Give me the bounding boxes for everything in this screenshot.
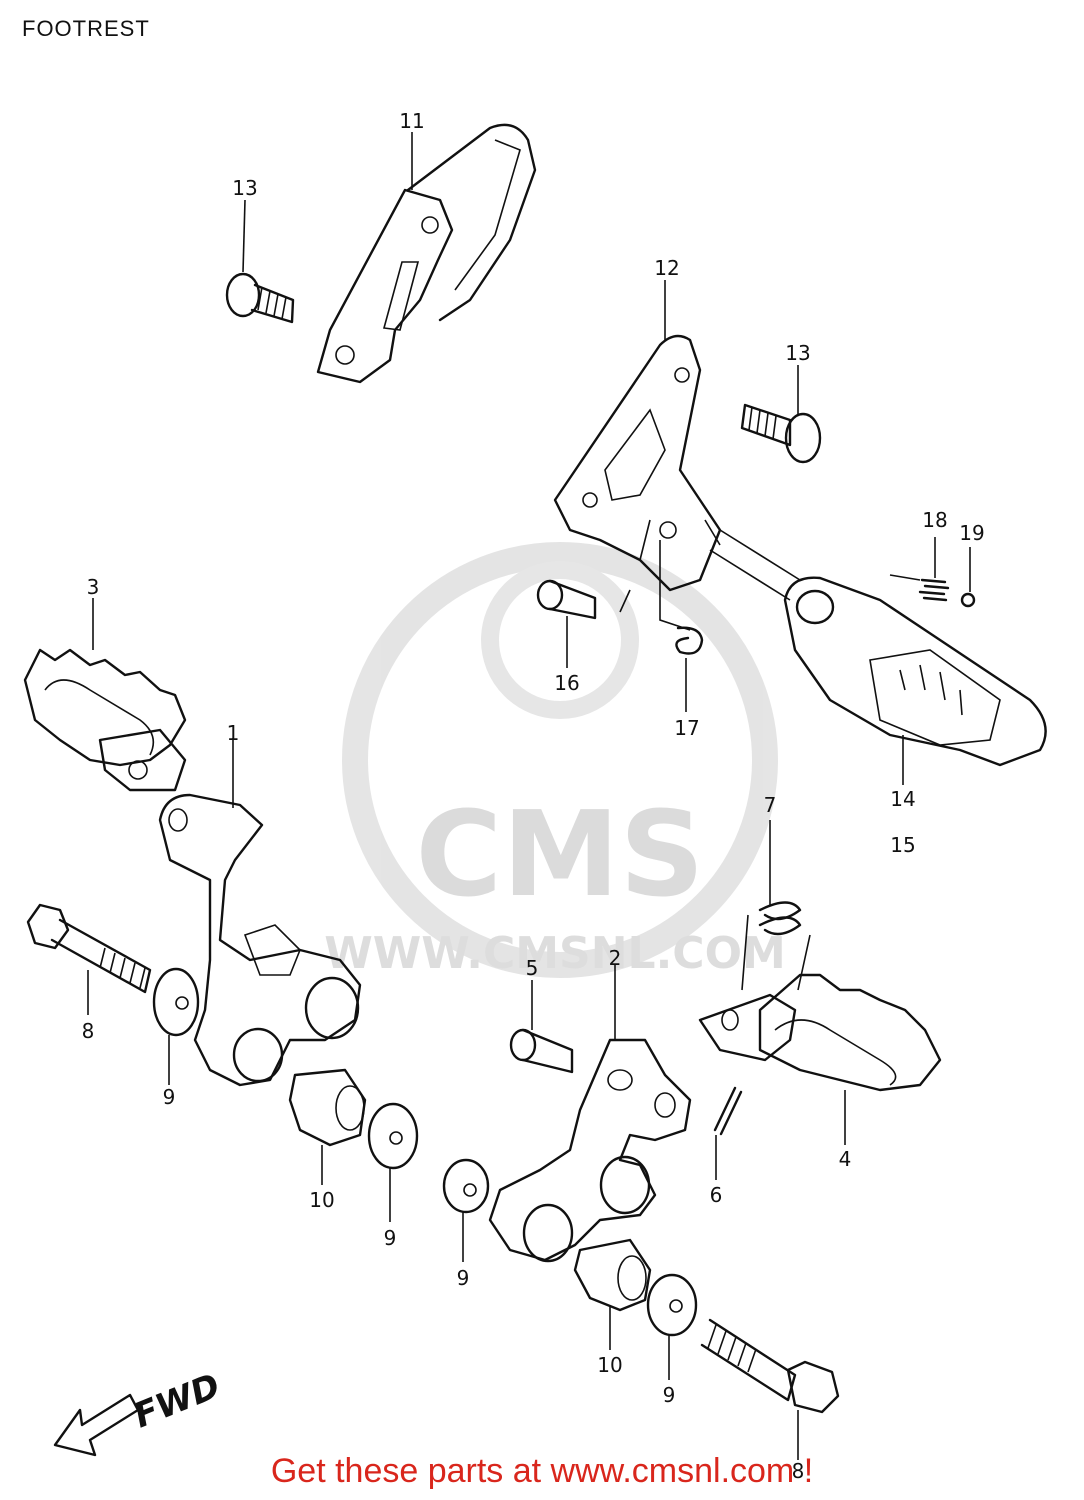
callout-9-d: 9 xyxy=(663,1383,676,1407)
callout-leader-lines xyxy=(87,132,971,1460)
spring-part-18 xyxy=(918,578,950,602)
footpeg-part-4 xyxy=(698,973,942,1092)
callout-12: 12 xyxy=(654,256,679,280)
heel-guard-part-11 xyxy=(316,123,537,384)
callout-10-right: 10 xyxy=(597,1353,622,1377)
collar-part-10-right xyxy=(573,1238,652,1312)
callout-1: 1 xyxy=(227,721,240,745)
forward-direction-arrow: FWD xyxy=(53,1366,226,1457)
bolt-part-8-right xyxy=(700,1318,840,1414)
callout-4: 4 xyxy=(839,1147,852,1171)
bolt-part-13-right xyxy=(740,403,822,464)
callout-10-left: 10 xyxy=(309,1188,334,1212)
watermark-url: WWW.CMSNL.COM xyxy=(324,928,786,979)
callout-16: 16 xyxy=(554,671,579,695)
bolt-part-13-left xyxy=(225,272,295,324)
callout-5: 5 xyxy=(526,956,539,980)
callout-3: 3 xyxy=(87,575,100,599)
diagram-title: FOOTREST xyxy=(22,16,150,41)
cotter-pin-part-6 xyxy=(713,1086,743,1136)
callout-2: 2 xyxy=(609,946,622,970)
callout-8-right: 8 xyxy=(792,1459,805,1483)
callout-14: 14 xyxy=(890,787,915,811)
bolt-part-8-left xyxy=(26,903,152,994)
washer-part-9-c xyxy=(442,1158,490,1214)
washer-part-9-b xyxy=(367,1102,419,1170)
footer-link-text: Get these parts at www.cmsnl.com ! xyxy=(270,1452,814,1490)
callout-9-a: 9 xyxy=(163,1085,176,1109)
pin-part-5 xyxy=(509,1028,574,1074)
callout-9-c: 9 xyxy=(457,1266,470,1290)
callout-19: 19 xyxy=(959,521,984,545)
watermark-brand: CMS xyxy=(415,785,704,923)
callout-8-left: 8 xyxy=(82,1019,95,1043)
ball-part-19 xyxy=(960,592,976,608)
washer-part-9-a xyxy=(152,967,200,1037)
callout-numbers: 11 13 12 13 18 19 3 16 17 1 14 15 7 5 2 … xyxy=(82,109,985,1483)
footrest-bracket-part-2 xyxy=(488,1038,692,1263)
callout-9-b: 9 xyxy=(384,1226,397,1250)
cms-watermark: CMS WWW.CMSNL.COM xyxy=(324,542,786,979)
footpeg-part-3 xyxy=(23,648,187,792)
collar-part-10-left xyxy=(288,1068,367,1147)
spring-part-7 xyxy=(741,901,811,991)
footrest-bracket-part-1 xyxy=(158,793,362,1087)
pin-part-16 xyxy=(536,579,597,620)
callout-13-right: 13 xyxy=(785,341,810,365)
callout-11: 11 xyxy=(399,109,424,133)
footrest-part-14 xyxy=(783,576,1047,767)
washer-part-9-d xyxy=(646,1273,698,1337)
callout-13-left: 13 xyxy=(232,176,257,200)
callout-6: 6 xyxy=(710,1183,723,1207)
callout-15: 15 xyxy=(890,833,915,857)
callout-7: 7 xyxy=(764,793,777,817)
fwd-label: FWD xyxy=(128,1366,225,1436)
assembly-guide-lines xyxy=(619,529,921,631)
clip-part-17 xyxy=(675,626,704,655)
callout-18: 18 xyxy=(922,508,947,532)
callout-17: 17 xyxy=(674,716,699,740)
